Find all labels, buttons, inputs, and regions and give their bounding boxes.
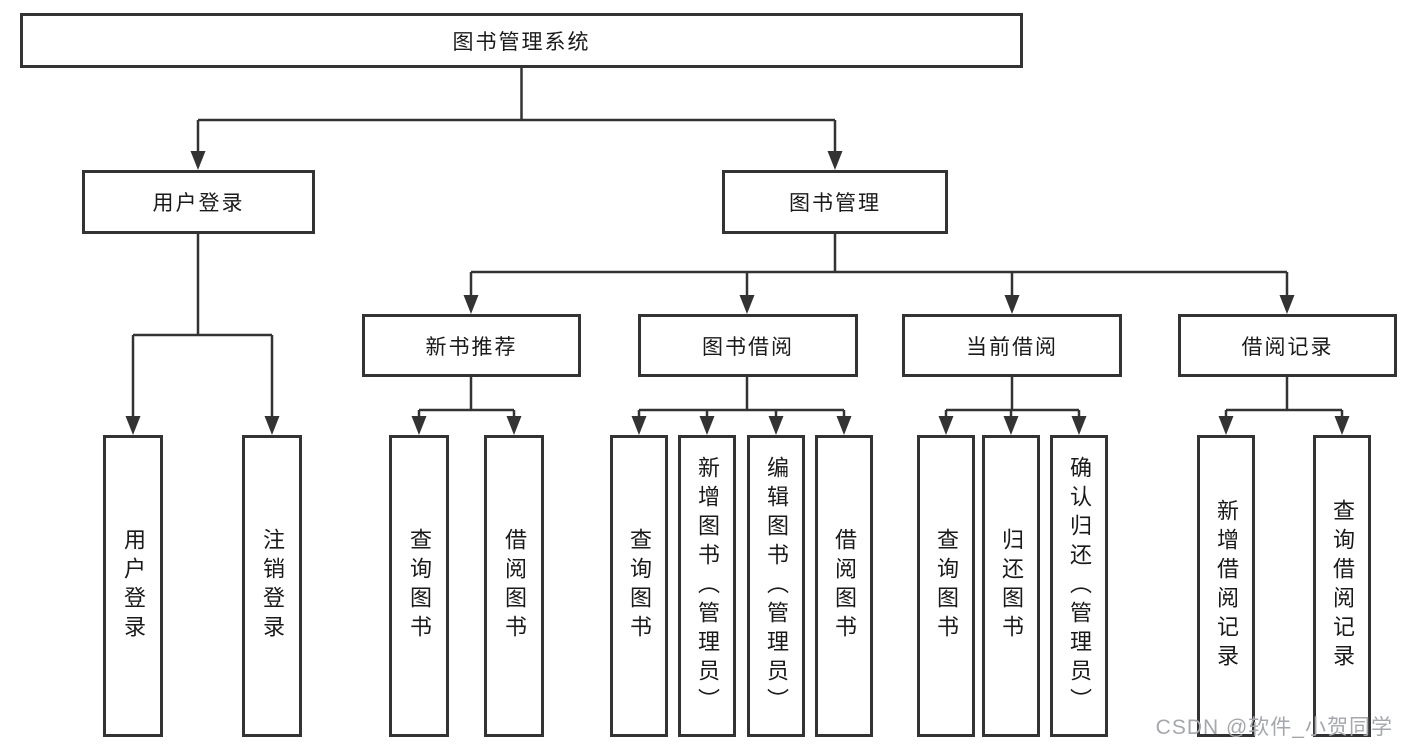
node-leaf-query-books-1: 查询图书 bbox=[389, 435, 449, 737]
arrowhead-icon bbox=[699, 416, 715, 435]
connector-bookborrow-to-leaves bbox=[637, 377, 846, 418]
arrowhead-icon bbox=[506, 416, 522, 435]
arrowhead-icon bbox=[1279, 295, 1295, 314]
node-current-borrowing: 当前借阅 bbox=[902, 314, 1122, 377]
connector-currentborrow-to-leaves bbox=[944, 377, 1081, 418]
node-label: 新书推荐 bbox=[425, 335, 518, 359]
node-label: 编辑图书（管理员） bbox=[764, 455, 789, 717]
node-label: 借阅记录 bbox=[1241, 335, 1334, 359]
node-book-borrowing: 图书借阅 bbox=[638, 314, 858, 377]
node-leaf-query-books-2: 查询图书 bbox=[610, 435, 668, 737]
node-label: 查询借阅记录 bbox=[1330, 499, 1355, 673]
connector-userlogin-to-leaves bbox=[131, 234, 274, 418]
node-label: 图书借阅 bbox=[702, 335, 794, 359]
arrowhead-icon bbox=[827, 151, 843, 170]
node-borrowing-records: 借阅记录 bbox=[1178, 314, 1397, 377]
node-new-book-recommend: 新书推荐 bbox=[362, 314, 581, 377]
node-label: 用户登录 bbox=[121, 528, 146, 644]
node-label: 查询图书 bbox=[407, 528, 432, 644]
node-leaf-query-books-3: 查询图书 bbox=[917, 435, 975, 737]
node-leaf-return-books: 归还图书 bbox=[982, 435, 1040, 737]
node-label: 新增图书（管理员） bbox=[695, 455, 720, 717]
node-book-management: 图书管理 bbox=[722, 170, 948, 234]
connector-root-to-level2 bbox=[196, 68, 837, 153]
node-label: 注销登录 bbox=[260, 528, 285, 644]
connector-bookmgmt-to-level3 bbox=[469, 234, 1289, 297]
node-label: 当前借阅 bbox=[966, 335, 1058, 359]
node-label: 新增借阅记录 bbox=[1214, 499, 1239, 673]
csdn-watermark: CSDN @软件_小贺同学 bbox=[1155, 716, 1393, 739]
arrowhead-icon bbox=[1071, 416, 1087, 435]
arrowhead-icon bbox=[768, 416, 784, 435]
arrowhead-icon bbox=[631, 416, 647, 435]
node-label: 图书管理系统 bbox=[452, 30, 591, 54]
node-leaf-confirm-return-admin: 确认归还（管理员） bbox=[1050, 435, 1108, 737]
arrowhead-icon bbox=[836, 416, 852, 435]
arrowhead-icon bbox=[190, 151, 206, 170]
node-leaf-edit-books-admin: 编辑图书（管理员） bbox=[747, 435, 805, 737]
arrowhead-icon bbox=[264, 416, 280, 435]
node-leaf-query-borrow-record: 查询借阅记录 bbox=[1313, 435, 1371, 737]
arrowhead-icon bbox=[411, 416, 427, 435]
connector-newbooks-to-leaves bbox=[417, 377, 516, 418]
node-leaf-user-login: 用户登录 bbox=[103, 435, 163, 737]
arrowhead-icon bbox=[1218, 416, 1234, 435]
arrowhead-icon bbox=[739, 295, 755, 314]
node-label: 确认归还（管理员） bbox=[1067, 455, 1092, 717]
node-label: 查询图书 bbox=[627, 528, 652, 644]
node-label: 归还图书 bbox=[999, 528, 1024, 644]
node-label: 图书管理 bbox=[789, 192, 881, 215]
node-user-login: 用户登录 bbox=[82, 170, 315, 234]
node-label: 查询图书 bbox=[934, 528, 959, 644]
arrowhead-icon bbox=[1003, 416, 1019, 435]
arrowhead-icon bbox=[463, 295, 479, 314]
node-label: 借阅图书 bbox=[502, 528, 527, 644]
arrowhead-icon bbox=[125, 416, 141, 435]
node-root-library-management-system: 图书管理系统 bbox=[20, 13, 1023, 68]
node-label: 借阅图书 bbox=[832, 528, 857, 644]
node-leaf-add-borrow-record: 新增借阅记录 bbox=[1197, 435, 1255, 737]
arrowhead-icon bbox=[1334, 416, 1350, 435]
connector-borrowrecords-to-leaves bbox=[1224, 377, 1344, 418]
node-leaf-borrow-books-1: 借阅图书 bbox=[484, 435, 544, 737]
node-leaf-logout: 注销登录 bbox=[242, 435, 302, 737]
arrowhead-icon bbox=[938, 416, 954, 435]
node-label: 用户登录 bbox=[152, 192, 245, 215]
node-leaf-add-books-admin: 新增图书（管理员） bbox=[678, 435, 736, 737]
node-leaf-borrow-books-2: 借阅图书 bbox=[815, 435, 873, 737]
arrowhead-icon bbox=[1004, 295, 1020, 314]
